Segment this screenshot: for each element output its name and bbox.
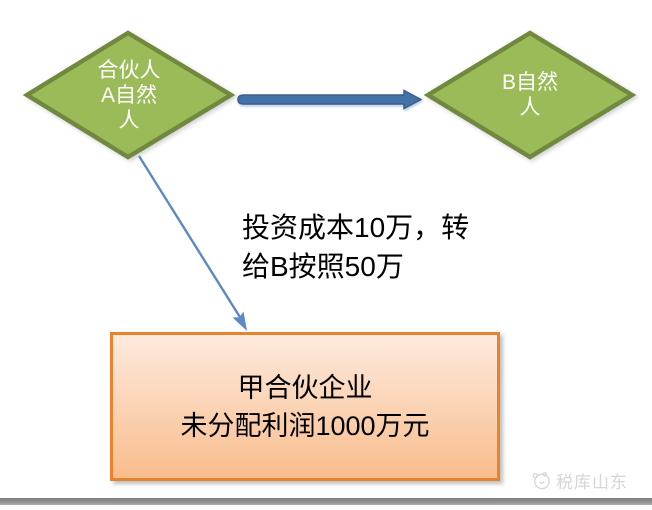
transfer-note: 投资成本10万，转 给B按照50万 — [242, 208, 532, 286]
ownership-arrow-head-icon — [232, 311, 247, 331]
partnership-box-line1: 甲合伙企业 — [237, 372, 373, 403]
transfer-note-line1: 投资成本10万，转 — [242, 212, 470, 243]
transfer-note-line2: 给B按照50万 — [242, 251, 404, 282]
partner-a-diamond-shape — [22, 30, 236, 160]
partner-b-diamond-shape — [423, 30, 637, 160]
partnership-box-line2: 未分配利润1000万元 — [180, 410, 430, 441]
ownership-arrow-line — [137, 155, 245, 323]
watermark-logo-icon — [532, 472, 550, 490]
watermark: 税库山东 — [531, 468, 628, 493]
transfer-right-arrow-icon — [237, 89, 423, 110]
bottom-divider-bar — [0, 498, 652, 505]
watermark-text: 税库山东 — [556, 473, 628, 492]
partnership-box: 甲合伙企业 未分配利润1000万元 — [110, 332, 500, 481]
